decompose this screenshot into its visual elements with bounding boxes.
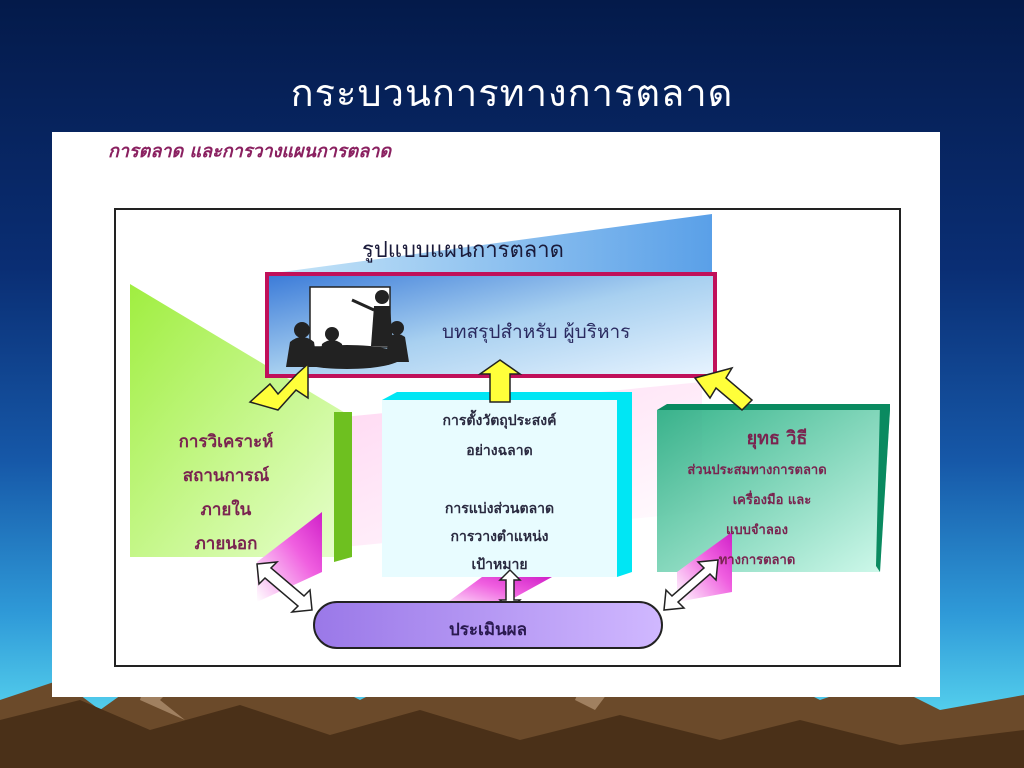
diagram-panel: การตลาด และการวางแผนการตลาด	[52, 132, 940, 697]
strategy-line: ส่วนประสมทางการตลาด	[687, 463, 827, 478]
meeting-presentation-icon	[286, 286, 409, 369]
strategy-line: แบบจำลอง	[726, 523, 788, 538]
marketing-process-diagram	[114, 208, 901, 667]
plan-header-label: รูปแบบแผนการตลาด	[362, 238, 564, 263]
up-arrow-icon	[477, 359, 523, 403]
situation-line: สถานการณ์	[182, 466, 270, 486]
strategy-line: ทางการตลาด	[718, 553, 796, 568]
slide-title: กระบวนการทางการตลาด	[290, 71, 734, 115]
segmentation-line: การวางตำแหน่ง	[450, 529, 549, 545]
strategy-heading: ยุทธ วิธี	[746, 428, 808, 449]
segmentation-line: การแบ่งส่วนตลาด	[444, 501, 555, 517]
objectives-line: อย่างฉลาด	[466, 443, 533, 459]
objectives-text: การตั้งวัตถุประสงค์ อย่างฉลาด	[382, 406, 617, 466]
double-arrow-icon	[256, 561, 313, 613]
situation-line: ภายนอก	[194, 534, 258, 554]
strategy-panel-top	[657, 404, 890, 410]
segmentation-text: การแบ่งส่วนตลาด การวางตำแหน่ง เป้าหมาย	[382, 495, 617, 579]
situation-line: การวิเคราะห์	[178, 432, 274, 452]
diagram-frame	[114, 208, 901, 667]
evaluation-label: ประเมินผล	[448, 620, 528, 640]
diagram-caption: การตลาด และการวางแผนการตลาด	[108, 141, 392, 162]
executive-summary-label: บทสรุปสำหรับ ผู้บริหาร	[442, 321, 631, 343]
up-arrow-icon	[693, 366, 754, 412]
double-arrow-icon	[663, 559, 719, 611]
situation-line: ภายใน	[200, 500, 252, 520]
strategy-line: เครื่องมือ และ	[732, 493, 812, 508]
situation-panel-shape	[130, 284, 352, 557]
situation-analysis-text: การวิเคราะห์ สถานการณ์ ภายใน ภายนอก	[142, 425, 310, 561]
center-column-side	[617, 392, 632, 577]
strategy-panel-side	[876, 404, 890, 572]
strategy-panel-shape	[657, 410, 890, 572]
double-arrow-icon	[498, 568, 522, 612]
segmentation-line: เป้าหมาย	[471, 557, 528, 573]
situation-panel-side	[334, 412, 352, 562]
objectives-line: การตั้งวัตถุประสงค์	[442, 413, 557, 429]
up-arrow-icon	[248, 362, 309, 411]
center-column-shape	[382, 400, 617, 577]
plan-header-shape	[267, 214, 712, 274]
evaluation-pill	[313, 601, 663, 649]
strategy-text: ยุทธ วิธี ส่วนประสมทางการตลาด เครื่องมือ…	[652, 422, 862, 576]
